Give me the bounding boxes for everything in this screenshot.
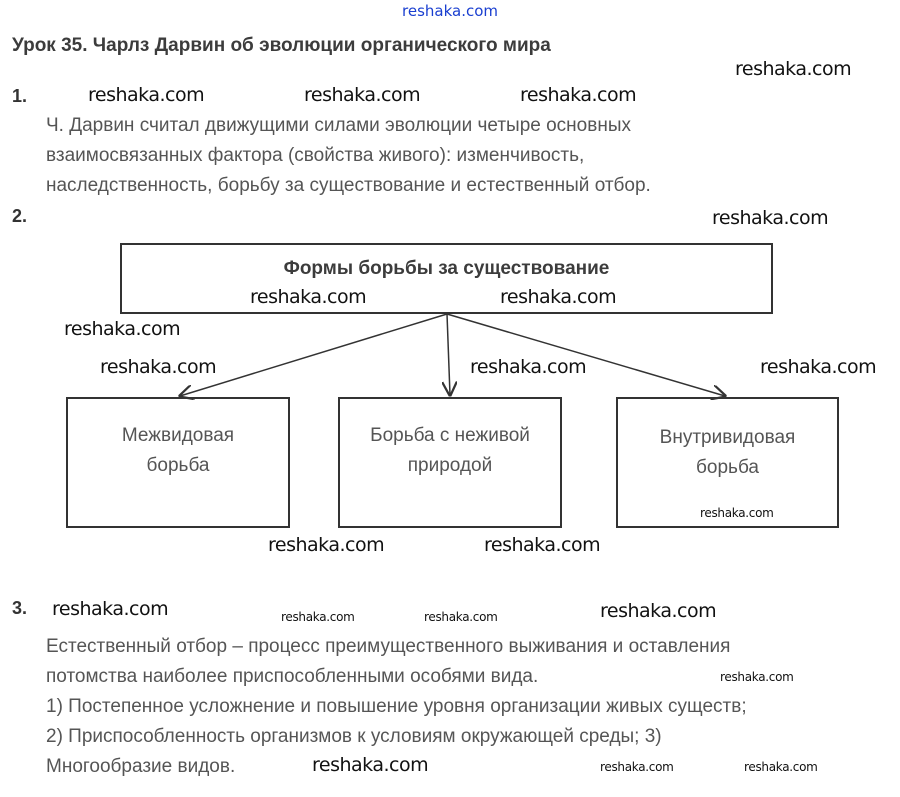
watermark: reshaka.com <box>281 610 355 624</box>
box-label: борьба <box>696 457 759 478</box>
diagram-box-interspecific: Межвидовая борьба <box>66 397 290 528</box>
text-line: 2) Приспособленность организмов к услови… <box>46 726 662 747</box>
diagram-box-intraspecific: Внутривидовая борьба <box>616 397 839 528</box>
watermark: reshaka.com <box>64 318 181 340</box>
diagram-root-label: Формы борьбы за существование <box>283 258 610 279</box>
diagram-box-nonliving: Борьба с неживой природой <box>338 397 562 528</box>
watermark: reshaka.com <box>470 356 587 378</box>
watermark: reshaka.com <box>100 356 217 378</box>
watermark: reshaka.com <box>760 356 877 378</box>
watermark: reshaka.com <box>735 58 852 80</box>
text-line: взаимосвязанных фактора (свойства живого… <box>46 145 585 166</box>
watermark: reshaka.com <box>268 534 385 556</box>
box-label: Межвидовая <box>121 425 235 446</box>
arrow-left <box>180 313 448 396</box>
text-line: Ч. Дарвин считал движущими силами эволюц… <box>46 115 631 136</box>
box-label: Внутривидовая <box>659 427 796 448</box>
box-label: борьба <box>146 455 210 476</box>
text-line: потомства наиболее приспособленными особ… <box>46 666 539 687</box>
arrow-right <box>446 313 725 396</box>
text-line: Многообразие видов. <box>46 756 236 777</box>
diagram-root-box: Формы борьбы за существование <box>120 243 773 314</box>
text-line: Естественный отбор – процесс преимуществ… <box>46 636 731 657</box>
box-label: природой <box>407 455 493 476</box>
watermark: reshaka.com <box>88 84 205 106</box>
watermark: reshaka.com <box>720 670 794 684</box>
watermark: reshaka.com <box>312 754 429 776</box>
watermark: reshaka.com <box>424 610 498 624</box>
watermark: reshaka.com <box>250 286 367 308</box>
watermark: reshaka.com <box>500 286 617 308</box>
section-number-2: 2. <box>12 206 28 226</box>
watermark: reshaka.com <box>700 506 774 520</box>
arrow-center <box>447 313 450 395</box>
section-1-text: Ч. Дарвин считал движущими силами эволюц… <box>46 111 651 201</box>
text-line: 1) Постепенное усложнение и повышение ур… <box>46 696 747 717</box>
watermark: reshaka.com <box>600 600 717 622</box>
watermark: reshaka.com <box>520 84 637 106</box>
page-title: Урок 35. Чарлз Дарвин об эволюции органи… <box>12 35 551 56</box>
watermark: reshaka.com <box>304 84 421 106</box>
text-line: наследственность, борьбу за существовани… <box>46 175 651 196</box>
section-3-text: Естественный отбор – процесс преимуществ… <box>46 632 747 782</box>
section-number-1: 1. <box>12 86 28 106</box>
watermark: reshaka.com <box>52 598 169 620</box>
watermark: reshaka.com <box>600 760 674 774</box>
watermark: reshaka.com <box>712 207 829 229</box>
watermark: reshaka.com <box>484 534 601 556</box>
watermark: reshaka.com <box>744 760 818 774</box>
watermark-top: reshaka.com <box>402 2 498 20</box>
box-label: Борьба с неживой <box>370 425 530 446</box>
section-number-3: 3. <box>12 598 28 618</box>
